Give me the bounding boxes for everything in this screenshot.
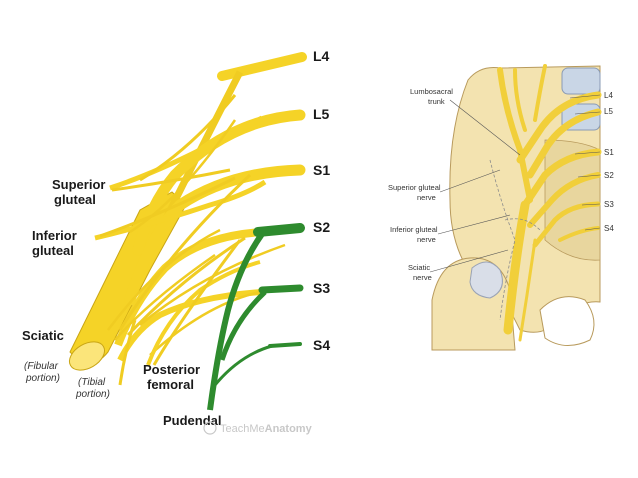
pudendal-nerve [258,284,304,294]
superior-gluteal-label: Superior [52,177,105,192]
root-label-s1: S1 [313,162,330,178]
root-label-l5: L5 [313,106,330,122]
leader-line [449,99,521,156]
nerve-fiber [111,168,231,192]
nerve-fiber [118,319,137,386]
leader-line [437,214,511,235]
root-label-s2: S2 [313,219,330,235]
superior-gluteal-nerve [109,115,264,191]
right-root-label-l5: L5 [604,107,613,116]
right-pelvis-diagram: L4 L5 S1 S2 S3 S4 Lumbosacral trunk Supe… [388,64,614,351]
nerve-fiber [129,119,237,234]
nerve-fiber [99,176,236,238]
inferior-gluteal-label-2: gluteal [32,243,74,258]
watermark-prefix: TeachMe [220,423,265,435]
nerve-fiber [118,173,252,331]
watermark-bold: Anatomy [265,423,313,435]
posterior-femoral-label-2: femoral [147,377,194,392]
svg-text:TeachMeAnatomy: TeachMeAnatomy [220,423,313,435]
tibial-portion-label-2: portion) [75,389,110,400]
leader-line [439,169,501,193]
pudendal-nerve [207,232,265,411]
superior-gluteal-label-2: gluteal [54,192,96,207]
fibular-portion-label: (Fibular [24,361,59,372]
leader-line [574,111,601,115]
fibular-portion-label-2: portion) [25,373,60,384]
inferior-gluteal-nerve [94,179,267,241]
nerve-fiber [139,243,286,326]
nerve-fiber [106,228,221,331]
inferior-gluteal-right-label: Inferior gluteal [390,225,438,234]
pudendal-label: Pudendal [163,413,222,428]
pudendal-nerve [253,223,305,237]
right-root-label-l4: L4 [604,91,613,100]
right-root-label-s4: S4 [604,224,614,233]
leader-line [569,94,601,99]
right-root-label-s1: S1 [604,148,614,157]
right-root-label-s2: S2 [604,171,614,180]
root-label-l4: L4 [313,48,330,64]
root-l4-right [516,91,602,164]
left-plexus-diagram: L4 L5 S1 S2 S3 S4 Superior gluteal Infer… [22,48,330,435]
root-l5-right [526,108,602,179]
lumbosacral-trunk-label: Lumbosacral [410,87,453,96]
nerve-fiber [126,236,246,337]
posterior-femoral-label: Posterior [143,362,200,377]
tibial-portion-label: (Tibial [78,377,106,388]
sciatic-right-label-2: nerve [413,273,432,282]
dashed-outline [489,159,516,321]
root-label-s3: S3 [313,280,330,296]
nerve-fiber-right [518,238,537,342]
root-label-s4: S4 [313,337,330,353]
root-s2-right [527,172,601,228]
lumbosacral-trunk-label-2: trunk [428,97,445,106]
nerve-fiber [149,288,271,356]
root-l4 [217,52,307,81]
sciatic-label: Sciatic [22,328,64,343]
leader-line [429,249,509,273]
nerve-fiber [152,239,242,366]
obturator-foramen [539,296,595,346]
leader-line [574,151,601,155]
inferior-gluteal-label: Inferior [32,228,77,243]
right-root-label-s3: S3 [604,200,614,209]
nerve-fiber [114,253,216,341]
inferior-gluteal-right-label-2: nerve [417,235,436,244]
superior-gluteal-right-label-2: nerve [417,193,436,202]
nerve-fiber-right [513,68,527,132]
teachmeanatomy-watermark: TeachMeAnatomy [203,421,313,435]
nerve-fiber [139,94,237,182]
sciatic-nerve-right [503,200,530,335]
nerve-fiber-right [533,64,547,122]
superior-gluteal-right-label: Superior gluteal [388,183,441,192]
sciatic-cut-end [68,341,106,371]
sciatic-right-label: Sciatic [408,263,430,272]
pudendal-nerve [268,342,302,348]
leader-line [584,227,601,231]
femoral-head [469,261,503,299]
leader-line [581,203,601,206]
leader-line [577,174,601,178]
pudendal-nerve [219,290,267,361]
vertebra [561,67,601,95]
lumbosacral-trunk-right [497,67,533,203]
pudendal-nerve [213,344,273,386]
